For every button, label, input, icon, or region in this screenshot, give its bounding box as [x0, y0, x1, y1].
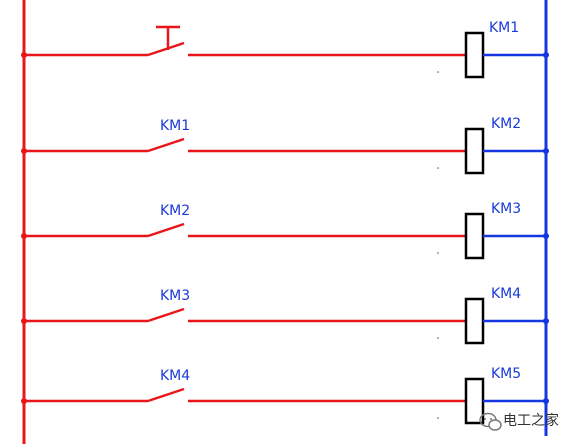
rung-4-contact [147, 307, 185, 323]
watermark: 电工之家 [479, 412, 559, 431]
rung-1-right-node [543, 52, 549, 58]
rung-3-mark [437, 252, 439, 254]
rung-2-contact [147, 137, 185, 153]
rung-1-coil [464, 31, 485, 79]
rung-3-right-node [543, 233, 549, 239]
rung-2-right-node [543, 148, 549, 154]
rung-2-coil [464, 127, 485, 175]
rung-2-coil-label: KM2 [491, 116, 521, 132]
rung-5-mark [437, 417, 439, 419]
rung-3-coil [464, 212, 485, 260]
rung-4-mark [437, 337, 439, 339]
wechat-icon [479, 412, 502, 431]
rung-3-coil-label: KM3 [491, 201, 521, 217]
rung-3-contact-label: KM2 [160, 203, 190, 219]
watermark-text: 电工之家 [503, 412, 559, 429]
rung-1-coil-label: KM1 [489, 20, 519, 36]
rung-4-coil [464, 297, 485, 345]
rung-2-mark [437, 167, 439, 169]
rung-5-contact [147, 387, 185, 403]
rung-3-contact [147, 222, 185, 238]
rung-4-right-node [543, 318, 549, 324]
rung-4-coil-label: KM4 [491, 286, 521, 302]
rung-1-contact [147, 41, 185, 57]
rung-5-coil-label: KM5 [491, 366, 521, 382]
rung-1-mark [437, 71, 439, 73]
rung-5-right-node [543, 398, 549, 404]
rung-5-contact-label: KM4 [160, 368, 190, 384]
rung-2-contact-label: KM1 [160, 118, 190, 134]
rung-4-contact-label: KM3 [160, 288, 190, 304]
